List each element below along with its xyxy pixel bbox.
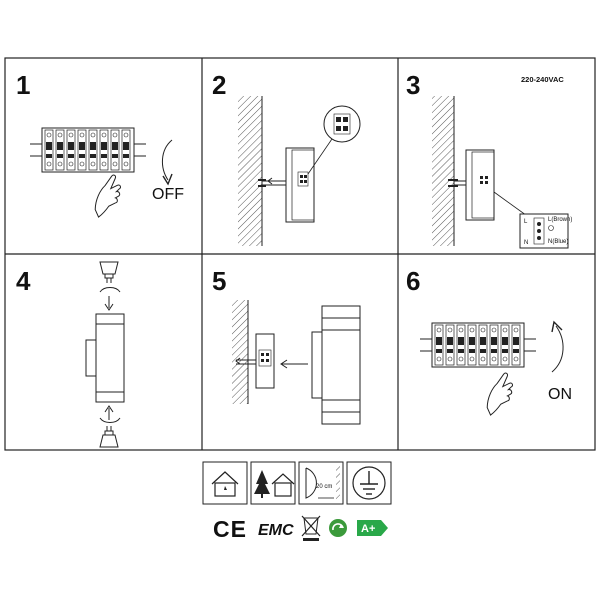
- bulb-top-icon: [99, 261, 119, 283]
- step-number-5: 5: [212, 266, 226, 296]
- wall-box: [465, 149, 495, 221]
- step-number-4: 4: [16, 266, 31, 296]
- distance-label: 20 cm: [316, 484, 332, 490]
- voltage-label: 220-240VAC: [521, 75, 564, 84]
- info-icon-row: 20 cm: [202, 461, 392, 505]
- step-number-3: 3: [406, 70, 420, 100]
- on-label: ON: [548, 386, 572, 403]
- wire-l-color-label: L(Brown): [548, 217, 572, 223]
- rotate-arrow-icon: [99, 287, 121, 293]
- wall-hatch: [238, 96, 262, 246]
- step-number-2: 2: [212, 70, 226, 100]
- terminal-zoom-icon: [323, 105, 361, 143]
- panel-step-6: 6 ON: [406, 266, 572, 416]
- outdoor-tree-house-icon: [250, 461, 296, 505]
- off-label: OFF: [152, 186, 184, 203]
- wire-l-label: L: [524, 219, 528, 225]
- wire-n-color-label: N(Blue): [548, 239, 568, 245]
- panel-step-4: 4: [16, 261, 125, 448]
- emc-mark-icon: EMC: [258, 522, 294, 539]
- rotate-arrow-icon: [99, 417, 121, 423]
- energy-label-icon: A+: [357, 520, 388, 536]
- circuit-breaker-panel: [419, 322, 537, 368]
- certification-row: CE EMC A+: [213, 515, 388, 542]
- wall-hatch: [232, 300, 248, 404]
- wire-n-label: N: [524, 240, 528, 246]
- arrow-left-icon: [280, 359, 308, 369]
- hand-switch-icon: [481, 371, 518, 416]
- terminal-block: L N L(Brown) N(Blue): [519, 213, 572, 249]
- step-number-1: 1: [16, 70, 30, 100]
- min-distance-20cm-icon: 20 cm: [298, 461, 344, 505]
- panel-grid: [4, 57, 596, 451]
- panel-step-2: 2: [212, 70, 361, 246]
- weee-bin-icon: [301, 515, 321, 541]
- lamp-body: [85, 313, 125, 403]
- panel-step-5: 5: [212, 266, 361, 425]
- cable-icon: [258, 177, 286, 187]
- curved-arrow-down-icon: [162, 139, 173, 181]
- step-number-6: 6: [406, 266, 420, 296]
- panel-step-3: 3 220-240VAC L N L(Brown) N(Blue): [406, 70, 572, 249]
- earth-ground-icon: [346, 461, 392, 505]
- bulb-bottom-icon: [99, 426, 119, 448]
- energy-class-label: A+: [361, 523, 375, 535]
- indoor-house-icon: [202, 461, 248, 505]
- circuit-breaker-panel: [29, 127, 147, 173]
- recycle-icon: [329, 519, 347, 537]
- cable-icon: [235, 357, 256, 365]
- panel-step-1: 1 OFF: [16, 70, 184, 218]
- cable-icon: [448, 179, 466, 187]
- hand-switch-icon: [89, 173, 126, 218]
- mounting-plate: [255, 333, 275, 389]
- curved-arrow-up-icon: [551, 325, 564, 373]
- ce-mark-icon: CE: [213, 516, 247, 542]
- lamp-body: [311, 305, 361, 425]
- wall-box: [285, 147, 315, 223]
- wall-hatch: [432, 96, 454, 246]
